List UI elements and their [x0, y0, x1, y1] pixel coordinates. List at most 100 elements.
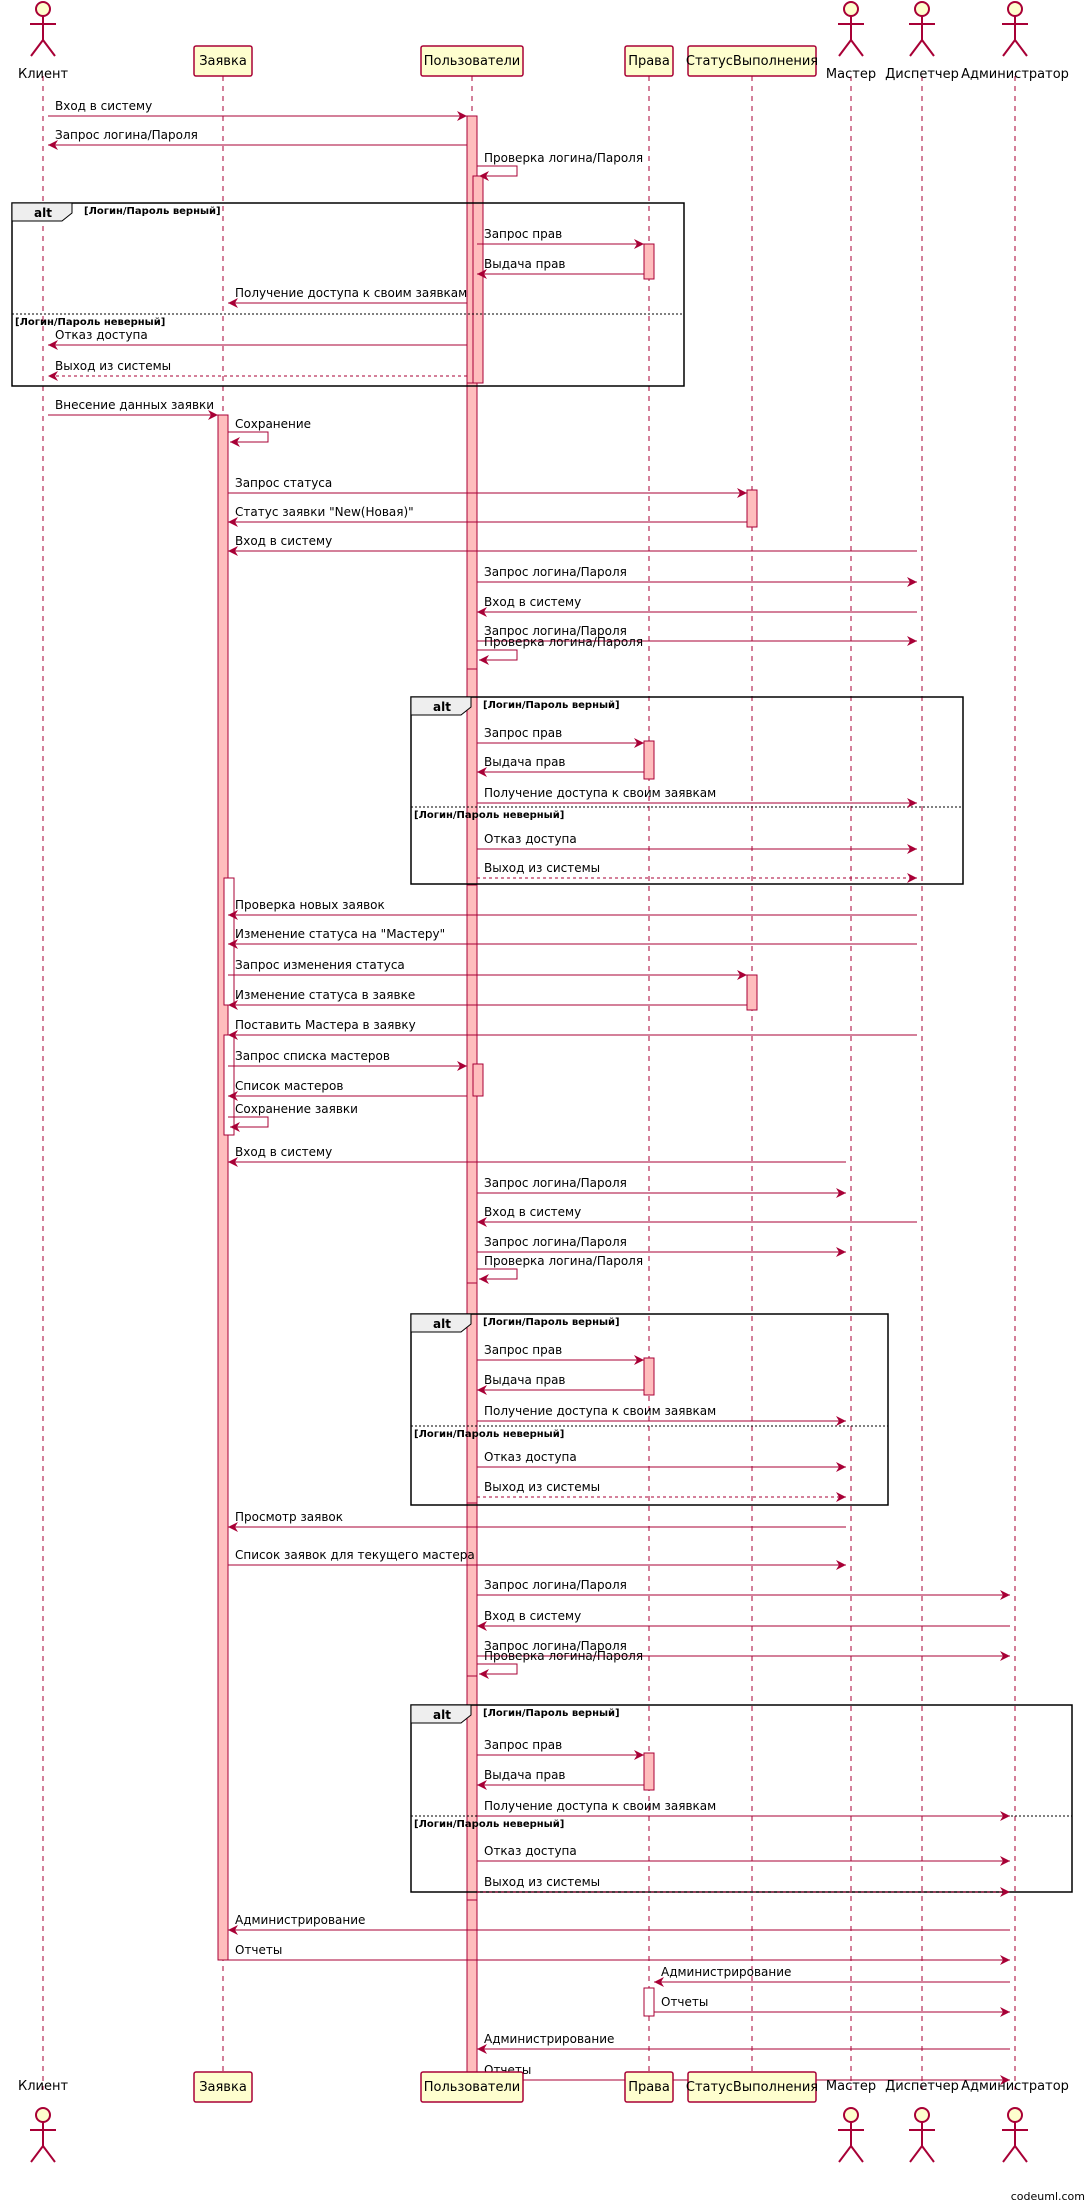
message-label: Отказ доступа	[484, 832, 577, 846]
message: Проверка логина/Пароля	[477, 1649, 643, 1679]
message-label: Вход в систему	[484, 1609, 581, 1623]
message: Проверка логина/Пароля	[477, 1254, 643, 1284]
participant-box-order	[193, 2071, 253, 2103]
message-label: Запрос логина/Пароля	[484, 1176, 627, 1190]
message-label: Запрос изменения статуса	[235, 958, 405, 972]
actor-icon	[909, 1, 935, 57]
actor-label: Клиент	[18, 67, 68, 82]
self-message-arrow	[477, 1663, 518, 1679]
participant-label: Заявка	[199, 54, 247, 69]
message-label: Выдача прав	[484, 755, 566, 769]
message-label: Получение доступа к своим заявкам	[484, 786, 716, 800]
message-label: Запрос логина/Пароля	[484, 565, 627, 579]
alt-guard: [Логин/Пароль верный]	[483, 1317, 620, 1328]
message-label: Получение доступа к своим заявкам	[484, 1799, 716, 1813]
message: Запрос прав	[477, 1738, 644, 1760]
message-label: Сохранение	[235, 417, 311, 431]
message: Отказ доступа	[48, 328, 467, 350]
message-label: Отказ доступа	[484, 1844, 577, 1858]
alt-guard: [Логин/Пароль верный]	[84, 206, 221, 217]
message: Список мастеров	[228, 1079, 467, 1101]
message-label: Проверка логина/Пароля	[484, 151, 643, 165]
actor-label: Администратор	[961, 2079, 1069, 2094]
message: Выдача прав	[477, 1373, 644, 1395]
message: Проверка логина/Пароля	[477, 151, 643, 181]
alt-else-guard: [Логин/Пароль неверный]	[414, 1429, 564, 1440]
participant-box-status	[687, 2071, 817, 2103]
message-label: Отказ доступа	[55, 328, 148, 342]
message-label: Запрос логина/Пароля	[484, 1235, 627, 1249]
alt-fragment: alt [Логин/Пароль верный] [Логин/Пароль не…	[410, 1313, 889, 1506]
message-label: Внесение данных заявки	[55, 398, 214, 412]
actor-bottom	[30, 2107, 56, 2163]
message: Запрос логина/Пароля	[477, 1639, 1010, 1661]
message: Выдача прав	[477, 1768, 644, 1790]
participant-label: Пользователи	[424, 2080, 521, 2095]
message-label: Вход в систему	[484, 1205, 581, 1219]
activation-bar-rights	[643, 740, 655, 780]
self-message-arrow	[477, 649, 518, 665]
message-label: Проверка логина/Пароля	[484, 635, 643, 649]
message-label: Запрос прав	[484, 1343, 562, 1357]
message: Выход из системы	[477, 1875, 1010, 1897]
message: Список заявок для текущего мастера	[228, 1548, 846, 1570]
message: Вход в систему	[228, 534, 917, 556]
message: Получение доступа к своим заявкам	[477, 786, 917, 808]
alt-keyword: alt	[433, 1317, 451, 1331]
message-label: Администрирование	[661, 1965, 791, 1979]
message-label: Получение доступа к своим заявкам	[484, 1404, 716, 1418]
message-label: Отчеты	[235, 1943, 282, 1957]
message: Проверка логина/Пароля	[477, 635, 643, 665]
message: Запрос изменения статуса	[228, 958, 747, 980]
actor-icon	[838, 1, 864, 57]
participant-box-rights	[624, 2071, 674, 2103]
alt-keyword: alt	[433, 700, 451, 714]
actor-icon	[1002, 2107, 1028, 2163]
message: Запрос логина/Пароля	[48, 128, 467, 150]
alt-guard: [Логин/Пароль верный]	[483, 700, 620, 711]
message-label: Выдача прав	[484, 1373, 566, 1387]
activation-bar-rights	[643, 1357, 655, 1396]
message-label: Проверка новых заявок	[235, 898, 385, 912]
participant-label: СтатусВыполнения	[686, 2080, 818, 2095]
actor-label: Мастер	[826, 2079, 876, 2094]
message: Сохранение заявки	[228, 1102, 358, 1132]
message-label: Выход из системы	[55, 359, 171, 373]
message: Вход в систему	[477, 595, 917, 617]
message-label: Проверка логина/Пароля	[484, 1254, 643, 1268]
activation-bar-rights	[643, 1752, 655, 1791]
message-label: Выход из системы	[484, 1480, 600, 1494]
actor-label: Клиент	[18, 2079, 68, 2094]
message-label: Поставить Мастера в заявку	[235, 1018, 416, 1032]
participant-box-rights	[624, 45, 674, 77]
actor-bottom	[838, 2107, 864, 2163]
message-label: Проверка логина/Пароля	[484, 1649, 643, 1663]
message-label: Вход в систему	[484, 595, 581, 609]
alt-fragment: alt[Логин/Пароль верный][Логин/Пароль не…	[410, 696, 964, 885]
message-label: Администрирование	[235, 1913, 365, 1927]
message-label: Список мастеров	[235, 1079, 343, 1093]
message-label: Вход в систему	[235, 534, 332, 548]
message-label: Запрос списка мастеров	[235, 1049, 390, 1063]
activation-bar-status	[746, 974, 758, 1011]
message-label: Запрос статуса	[235, 476, 332, 490]
alt-keyword: alt	[433, 1708, 451, 1722]
message: Статус заявки "New(Новая)"	[228, 505, 747, 527]
message: Поставить Мастера в заявку	[228, 1018, 917, 1040]
message-label: Выход из системы	[484, 1875, 600, 1889]
footer-watermark: codeuml.com	[1011, 2190, 1085, 2203]
activation-bar-status	[746, 489, 758, 528]
message: Внесение данных заявки	[48, 398, 218, 420]
participant-label: СтатусВыполнения	[686, 54, 818, 69]
self-message-arrow	[477, 1268, 518, 1284]
message: Выход из системы	[477, 861, 917, 883]
participant-label: Заявка	[199, 2080, 247, 2095]
message-label: Просмотр заявок	[235, 1510, 343, 1524]
activation-bar-order	[223, 1034, 235, 1136]
message: Отказ доступа	[477, 1844, 1010, 1866]
activation-bar-users	[472, 1063, 484, 1097]
message: Изменение статуса на "Мастеру"	[228, 927, 917, 949]
message: Запрос статуса	[228, 476, 747, 498]
actor-icon	[1002, 1, 1028, 57]
message-label: Выход из системы	[484, 861, 600, 875]
